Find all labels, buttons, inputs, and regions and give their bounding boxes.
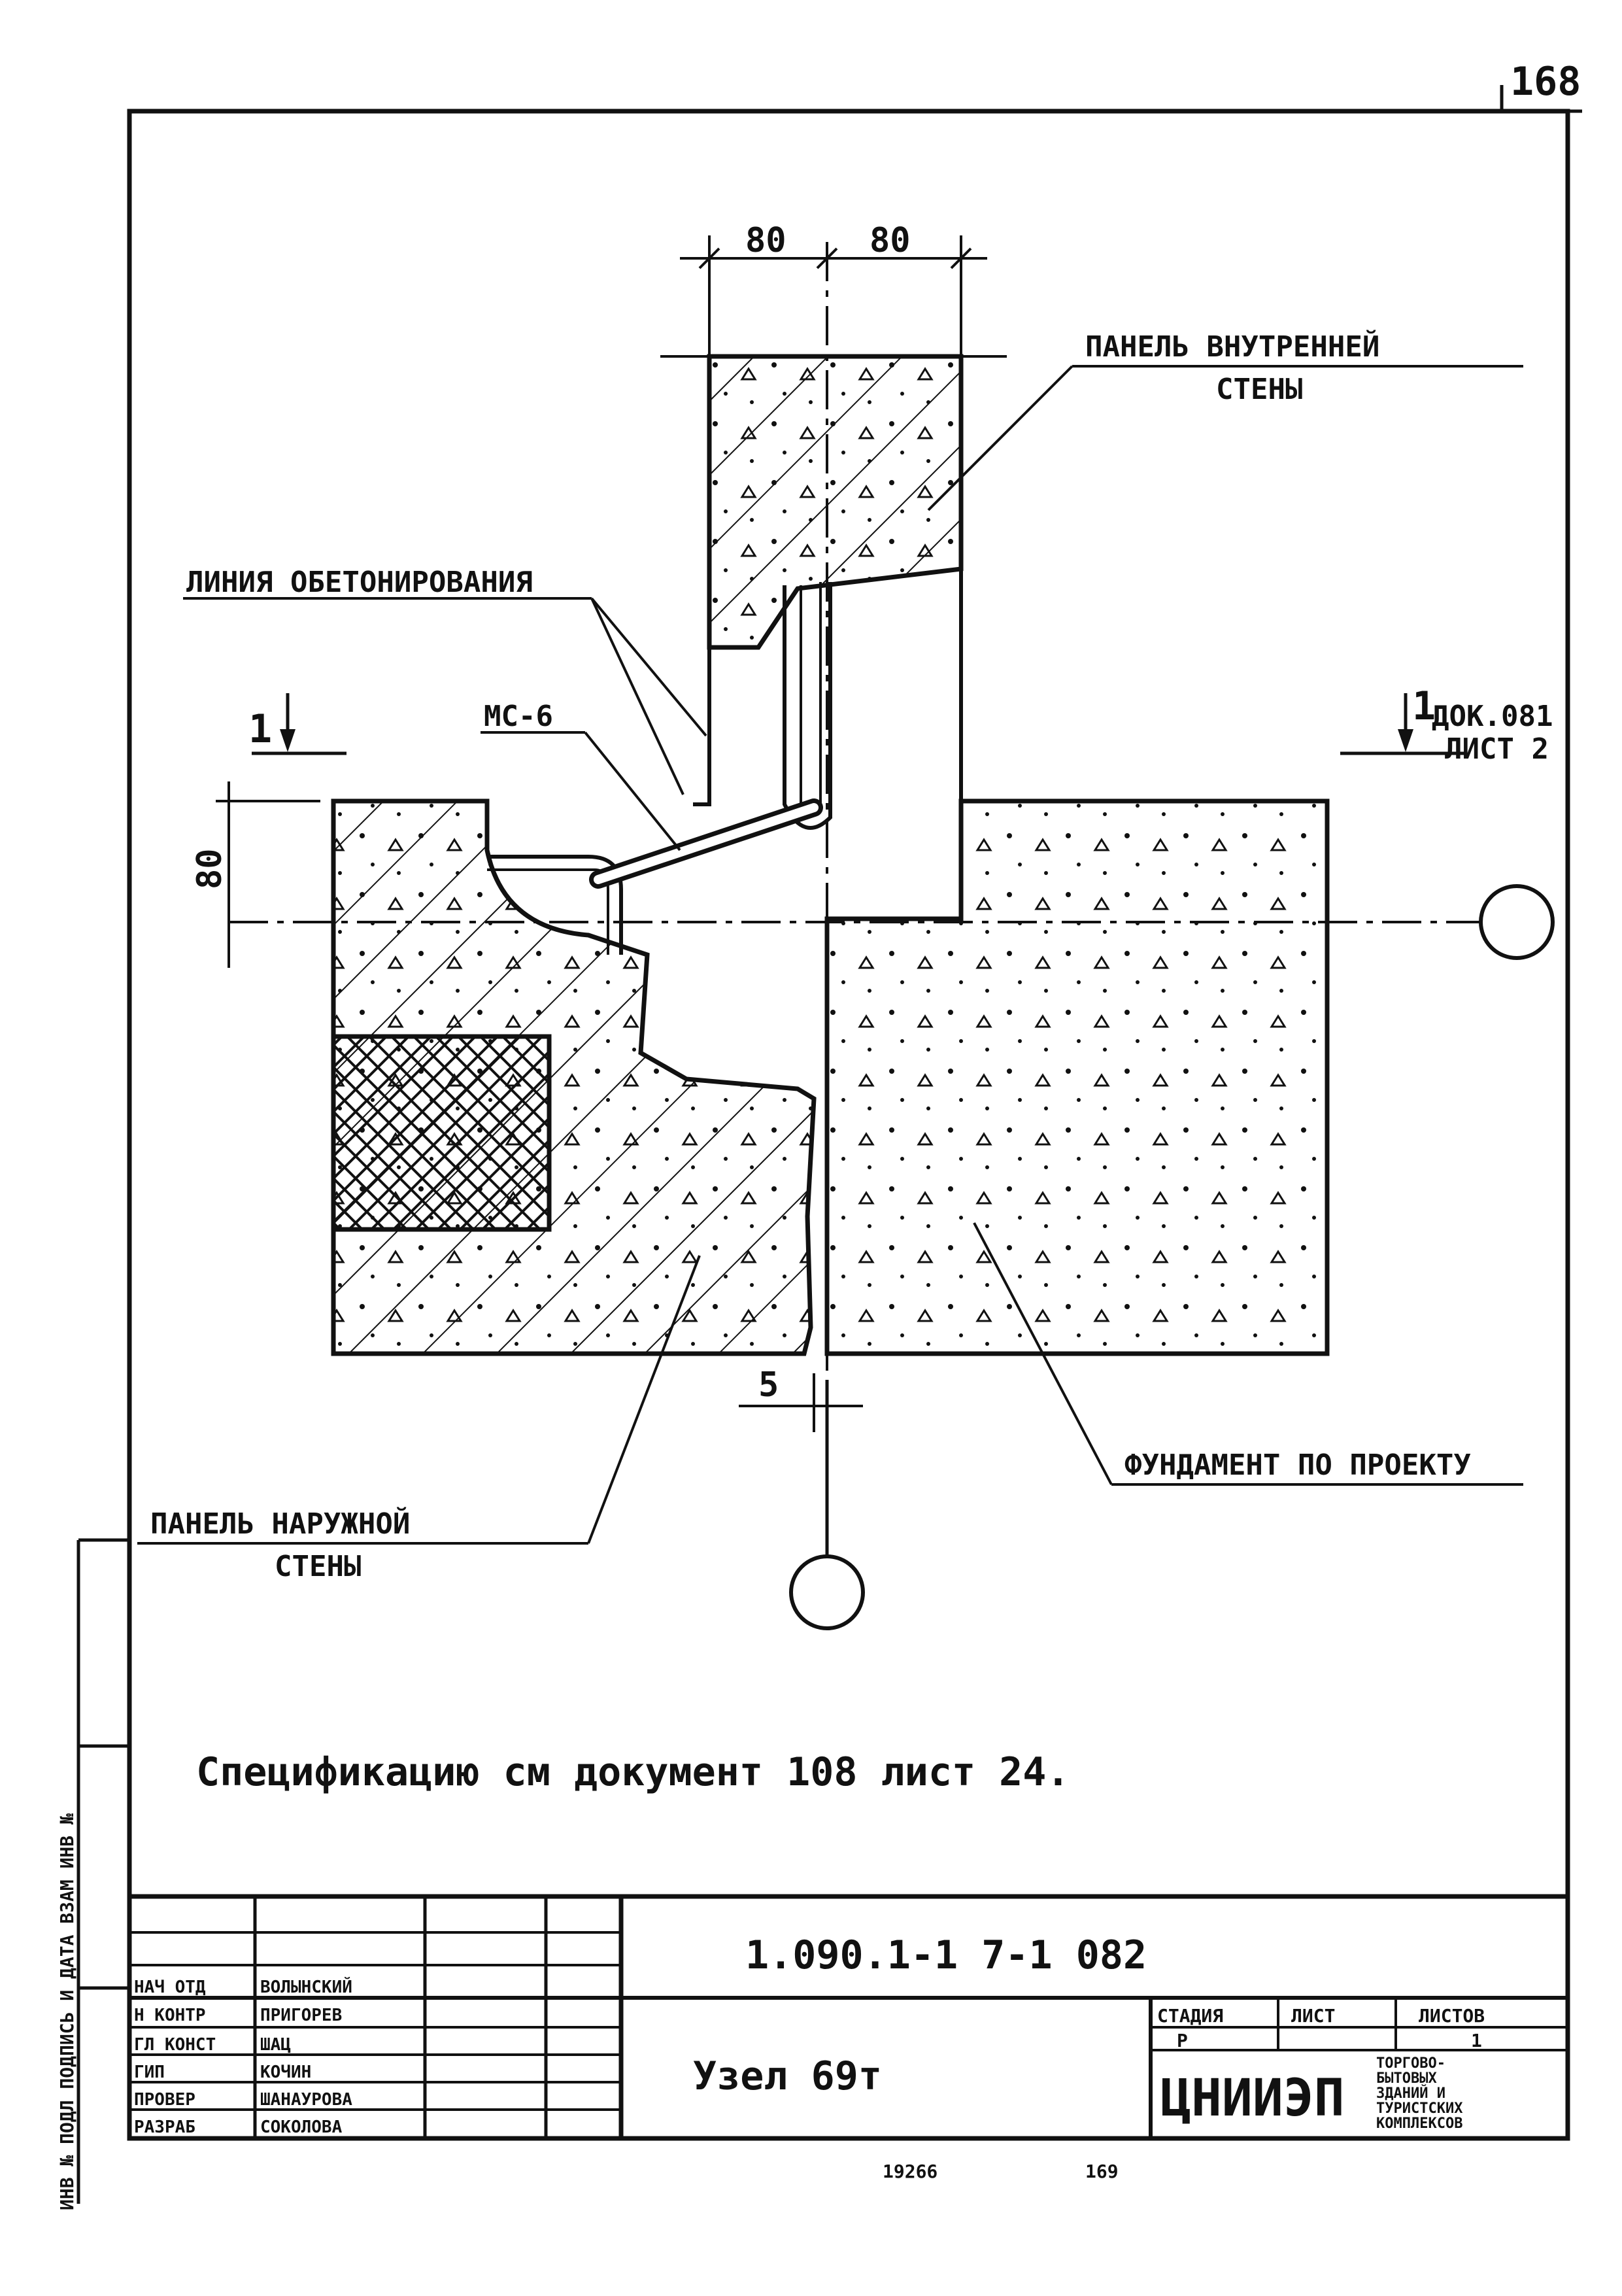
label-foundation: ФУНДАМЕНТ ПО ПРОЕКТУ xyxy=(973,1222,1523,1486)
signature-name: СОКОЛОВА xyxy=(260,2117,343,2137)
inner-loop xyxy=(783,582,832,830)
signature-name: КОЧИН xyxy=(260,2063,311,2082)
axis-bubble-right xyxy=(1479,884,1555,960)
label-outer-panel: ПАНЕЛЬ НАРУЖНОЙ СТЕНЫ xyxy=(137,1255,701,1583)
signature-role: ГИП xyxy=(134,2063,165,2082)
side-stamp: ИНВ № ПОДЛ ПОДПИСЬ И ДАТА ВЗАМ ИНВ № xyxy=(56,1538,129,2210)
signature-role: РАЗРАБ xyxy=(134,2117,195,2137)
outer-loop xyxy=(487,855,623,955)
foundation-block xyxy=(824,798,1330,1356)
section-mark-right: 1 ДОК.081 ЛИСТ 2 xyxy=(1340,683,1553,766)
section-ref-1: ДОК.081 xyxy=(1432,700,1553,733)
dim-left: 80 xyxy=(190,848,229,889)
section-mark-left: 1 xyxy=(248,693,346,755)
dimension-gap: 5 xyxy=(739,1365,863,1432)
org-description-line: КОМПЛЕКСОВ xyxy=(1376,2116,1462,2132)
title-block: 1.090.1-1 7-1 082 Узел 69т СТАДИЯ ЛИСТ Л… xyxy=(129,1894,1568,2138)
joint-drawing xyxy=(229,242,1555,1630)
label-concrete-line: ЛИНИЯ ОБЕТОНИРОВАНИЯ xyxy=(183,566,707,795)
stage-value: Р xyxy=(1177,2030,1188,2051)
sheets-value: 1 xyxy=(1471,2030,1482,2051)
sheets-header: ЛИСТОВ xyxy=(1419,2005,1485,2027)
specification-note: Спецификацию см документ 108 лист 24. xyxy=(196,1749,1070,1795)
signature-role: Н КОНТР xyxy=(134,2006,206,2025)
page-number: 168 xyxy=(1500,59,1582,113)
dimension-left: 80 xyxy=(190,781,320,968)
signature-name: ШАНАУРОВА xyxy=(260,2090,352,2110)
dimension-top: 80 80 xyxy=(660,221,1007,358)
org-description-line: ТУРИСТСКИХ xyxy=(1376,2100,1462,2117)
signature-role: НАЧ ОТД xyxy=(134,1978,206,1997)
label-tie: МС-6 xyxy=(481,700,681,851)
drawing-title: Узел 69т xyxy=(693,2053,882,2099)
label-inner-panel-1: ПАНЕЛЬ ВНУТРЕННЕЙ xyxy=(1085,329,1379,364)
sheet-header: ЛИСТ xyxy=(1291,2005,1335,2027)
side-stamp-text: ИНВ № ПОДЛ ПОДПИСЬ И ДАТА ВЗАМ ИНВ № xyxy=(56,1813,78,2210)
signature-name: ШАЦ xyxy=(260,2035,291,2055)
label-concrete-text: ЛИНИЯ ОБЕТОНИРОВАНИЯ xyxy=(186,566,533,599)
page-number-text: 168 xyxy=(1510,59,1581,105)
label-outer-panel-2: СТЕНЫ xyxy=(275,1550,361,1583)
stage-header: СТАДИЯ xyxy=(1157,2005,1223,2027)
signature-name: ПРИГОРЕВ xyxy=(260,2006,342,2025)
section-right-num: 1 xyxy=(1412,683,1436,729)
insulation-block xyxy=(331,1034,552,1232)
org-description-line: БЫТОВЫХ xyxy=(1376,2070,1437,2087)
doc-number: 1.090.1-1 7-1 082 xyxy=(745,1932,1147,1978)
label-foundation-text: ФУНДАМЕНТ ПО ПРОЕКТУ xyxy=(1124,1448,1471,1482)
axis-bubble-bottom xyxy=(789,1554,865,1630)
footer-right: 169 xyxy=(1085,2161,1119,2182)
dim-top-right: 80 xyxy=(870,221,911,260)
footer-left: 19266 xyxy=(883,2161,938,2182)
signature-name: ВОЛЫНСКИЙ xyxy=(260,1976,352,1997)
sheet-frame xyxy=(127,109,1570,2141)
signature-role: ГЛ КОНСТ xyxy=(134,2035,216,2055)
label-inner-panel: ПАНЕЛЬ ВНУТРЕННЕЙ СТЕНЫ xyxy=(927,329,1523,511)
org-description-line: ТОРГОВО- xyxy=(1376,2055,1445,2072)
section-left-num: 1 xyxy=(248,706,272,752)
signature-rows: НАЧ ОТД ВОЛЫНСКИЙ Н КОНТР ПРИГОРЕВ ГЛ КОНСТ Ш… xyxy=(134,1976,352,2137)
label-inner-panel-2: СТЕНЫ xyxy=(1216,373,1302,406)
label-outer-panel-1: ПАНЕЛЬ НАРУЖНОЙ xyxy=(150,1506,410,1541)
org-description-line: ЗДАНИЙ И xyxy=(1376,2085,1445,2102)
org-name: ЦНИИЭП xyxy=(1160,2069,1345,2128)
label-tie-text: МС-6 xyxy=(484,700,553,733)
dim-gap: 5 xyxy=(758,1365,779,1405)
section-ref-2: ЛИСТ 2 xyxy=(1445,732,1549,766)
signature-role: ПРОВЕР xyxy=(134,2090,195,2110)
dim-top-left: 80 xyxy=(745,221,786,260)
